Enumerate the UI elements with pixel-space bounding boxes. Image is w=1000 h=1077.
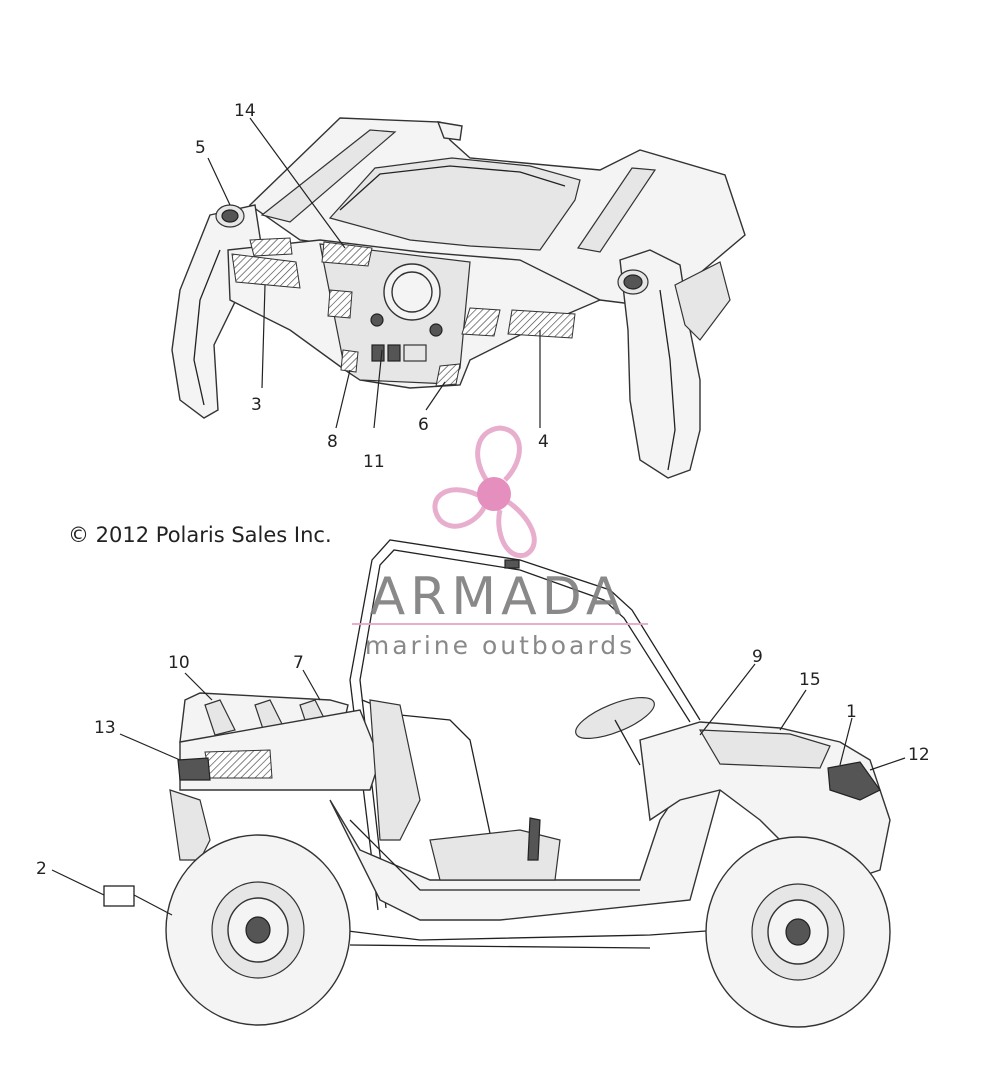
callout-7: 7 (293, 653, 304, 673)
propeller-hub-icon (477, 477, 511, 511)
callout-1: 1 (846, 702, 857, 722)
callout-8: 8 (327, 432, 338, 452)
front-wheel (705, 836, 891, 1028)
leader-lines (51, 117, 906, 916)
rear-wheel (165, 834, 351, 1026)
brand-name: ARMADA (370, 567, 627, 627)
callout-4: 4 (538, 432, 549, 452)
callout-labels: 5 14 3 8 11 6 4 10 7 13 9 15 1 12 2 (36, 101, 930, 879)
decal-2-box (103, 885, 135, 907)
callout-10: 10 (168, 653, 190, 673)
propeller-logo-icon (432, 425, 537, 558)
callout-12: 12 (908, 745, 930, 765)
callout-2: 2 (36, 859, 47, 879)
brand-tagline: marine outboards (365, 631, 635, 660)
callout-13: 13 (94, 718, 116, 738)
callout-14: 14 (234, 101, 256, 121)
callout-11: 11 (363, 452, 385, 472)
callout-15: 15 (799, 670, 821, 690)
copyright-notice: © 2012 Polaris Sales Inc. (68, 523, 332, 547)
callout-5: 5 (195, 138, 206, 158)
vehicle-side-view (103, 539, 891, 1028)
callout-6: 6 (418, 415, 429, 435)
armada-watermark: ARMADA marine outboards (352, 425, 648, 660)
callout-9: 9 (752, 647, 763, 667)
dashboard-assembly (171, 117, 746, 479)
callout-3: 3 (251, 395, 262, 415)
